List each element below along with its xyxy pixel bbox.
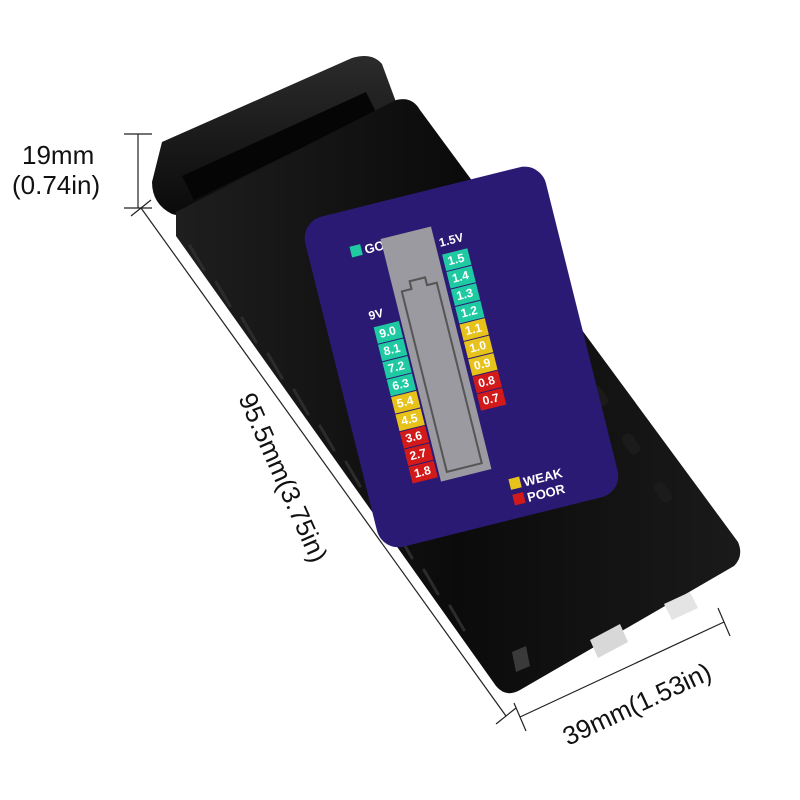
good-legend-swatch xyxy=(349,244,363,258)
battery-slot xyxy=(182,92,376,200)
scale-9v-cell xyxy=(373,321,404,344)
length-line xyxy=(140,207,507,717)
scale-15v: 1.51.41.31.21.11.00.90.80.7 xyxy=(442,248,507,411)
width-label: 39mm(1.53in) xyxy=(558,656,716,751)
scale-9v-cell xyxy=(382,355,412,379)
scale-9v-cell xyxy=(404,443,434,467)
scale-15v-value: 0.9 xyxy=(472,355,492,373)
scale-9v-cell xyxy=(395,408,425,432)
scale-9v-value: 5.4 xyxy=(395,393,415,411)
scale-15v-cell xyxy=(442,248,472,272)
scale-15v-value: 1.3 xyxy=(455,285,475,303)
weak-legend-swatch xyxy=(508,476,522,490)
scale-9v-value: 9.0 xyxy=(378,323,398,341)
width-tick-left xyxy=(513,702,527,732)
scale-9v-value: 2.7 xyxy=(408,445,428,463)
scale-9v-header: 9V xyxy=(367,306,385,323)
scale-15v-value: 0.7 xyxy=(481,390,501,408)
scale-15v-cell xyxy=(459,318,489,341)
scale-15v-cell xyxy=(468,353,498,376)
scale-9v-value: 8.1 xyxy=(382,341,402,359)
scale-15v-cell xyxy=(476,388,507,411)
scale-9v-value: 3.6 xyxy=(404,428,424,446)
lcd-battery-outline xyxy=(400,276,483,474)
scale-9v-value: 4.5 xyxy=(400,411,420,429)
thickness-mm-label: 19mm xyxy=(22,140,94,170)
scale-15v-header: 1.5V xyxy=(438,230,465,250)
scale-9v-cell xyxy=(386,373,417,397)
scale-9v-cell xyxy=(391,390,421,414)
scale-15v-cell xyxy=(450,283,481,307)
poor-legend-swatch xyxy=(512,492,526,506)
scale-15v-value: 1.5 xyxy=(446,250,466,268)
scale-15v-cell xyxy=(446,265,476,289)
scale-15v-cell xyxy=(463,335,494,359)
bottom-contacts xyxy=(512,592,698,672)
scale-9v: 9.08.17.26.35.44.53.62.71.8 xyxy=(373,321,438,484)
scale-9v-value: 6.3 xyxy=(391,376,411,394)
display-panel: GOOD 9V 1.5V 9.08.17.26.35.44.53.62.71.8… xyxy=(304,166,619,548)
scale-9v-value: 7.2 xyxy=(386,358,406,376)
width-line xyxy=(519,621,725,718)
scale-9v-cell xyxy=(378,338,408,362)
scale-15v-value: 1.0 xyxy=(468,338,488,356)
scale-15v-value: 0.8 xyxy=(477,373,497,391)
scale-9v-value: 1.8 xyxy=(413,463,433,481)
thickness-in-label: (0.74in) xyxy=(12,170,100,200)
scale-15v-cell xyxy=(472,370,502,394)
thickness-dimension: 19mm (0.74in) xyxy=(12,133,152,209)
width-tick-right xyxy=(717,607,731,637)
scale-15v-value: 1.4 xyxy=(451,268,471,286)
scale-9v-cell xyxy=(408,460,438,484)
scale-15v-value: 1.1 xyxy=(464,320,484,338)
length-tick-top xyxy=(130,199,152,217)
length-tick-bottom xyxy=(495,707,517,725)
battery-tester-device: GOOD 9V 1.5V 9.08.17.26.35.44.53.62.71.8… xyxy=(152,56,741,694)
scale-15v-value: 1.2 xyxy=(459,303,479,321)
scale-15v-cell xyxy=(455,300,485,324)
scale-9v-cell xyxy=(399,425,430,449)
